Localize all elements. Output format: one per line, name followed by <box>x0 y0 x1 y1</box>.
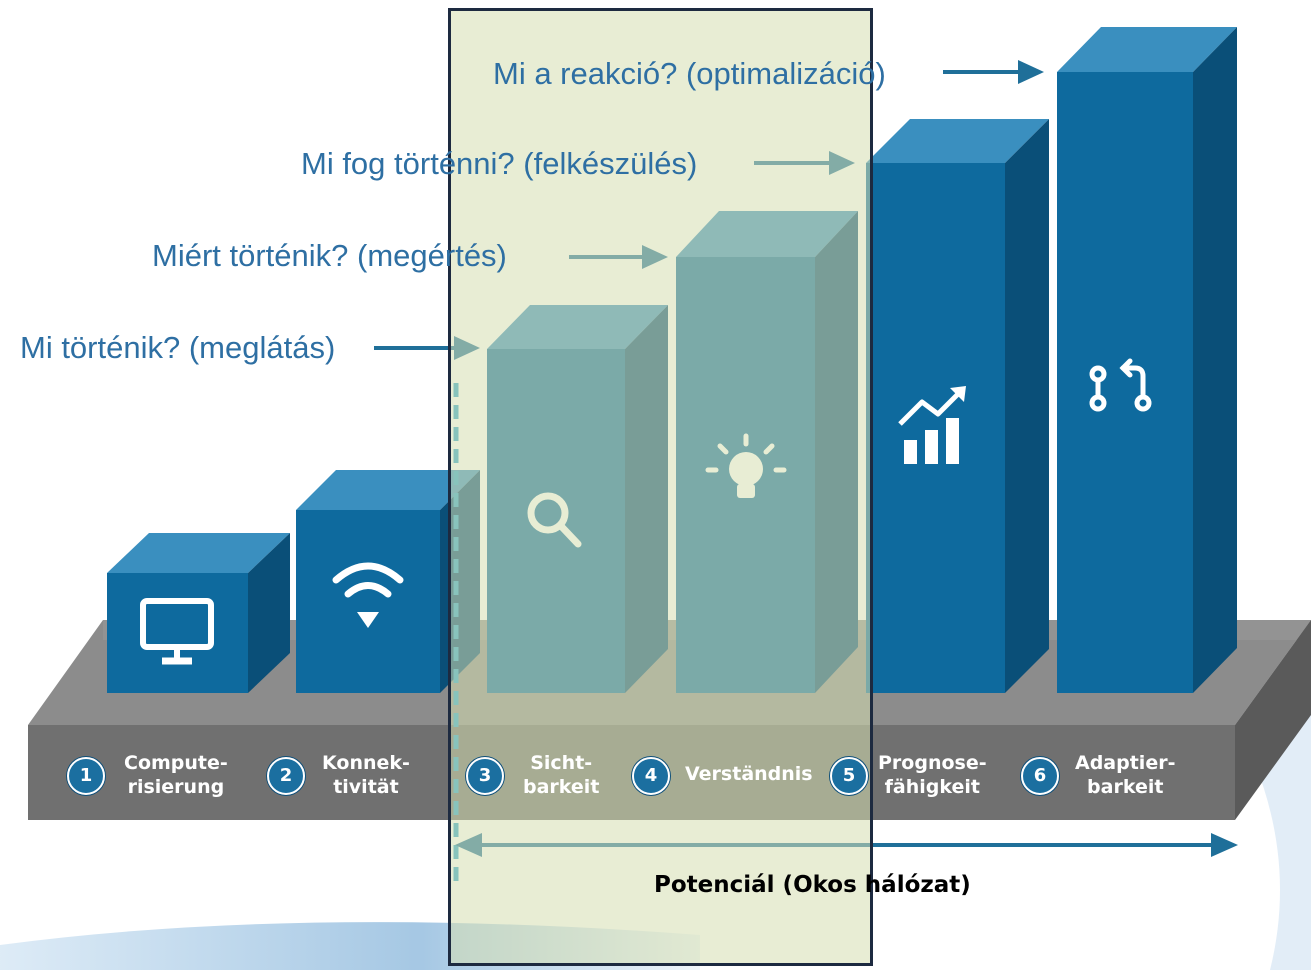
question-preparation: Mi fog történni? (felkészülés) <box>301 146 698 181</box>
step-label-3-line1: Sicht- <box>530 752 593 774</box>
step-label-4-line1: Verständnis <box>685 763 813 785</box>
chart-trend-icon <box>898 386 966 464</box>
bar-6-adaptierbarkeit <box>1057 27 1237 693</box>
step-label-3: Sicht- barkeit <box>523 752 599 800</box>
step-number-1: 1 <box>67 757 105 795</box>
step-label-2: Konnek- tivität <box>322 752 410 800</box>
step-label-5: Prognose- fähigkeit <box>878 752 987 800</box>
step-label-3-line2: barkeit <box>523 775 600 798</box>
step-label-6: Adaptier- barkeit <box>1075 752 1175 800</box>
question-optimization: Mi a reakció? (optimalizáció) <box>493 56 886 91</box>
step-number-2: 2 <box>267 757 305 795</box>
bar-5-prognosefaehigkeit <box>866 119 1049 693</box>
step-label-6-line2: barkeit <box>1087 775 1164 798</box>
adapt-arrows-icon <box>1089 358 1152 412</box>
question-insight: Mi történik? (meglátás) <box>20 330 336 365</box>
monitor-icon <box>140 598 214 665</box>
potential-label: Potenciál (Okos hálózat) <box>654 872 971 898</box>
question-understanding: Miért történik? (megértés) <box>152 238 507 273</box>
highlight-rectangle <box>448 8 873 966</box>
step-label-4: Verständnis <box>685 763 813 787</box>
step-label-2-line1: Konnek- <box>322 752 410 774</box>
wifi-icon <box>332 562 404 628</box>
step-label-1: Compute- risierung <box>124 752 228 800</box>
step-label-1-line1: Compute- <box>124 752 228 774</box>
bar-1-computerisierung <box>107 533 290 693</box>
step-number-3: 3 <box>466 757 504 795</box>
step-number-5: 5 <box>830 757 868 795</box>
step-number-6: 6 <box>1021 757 1059 795</box>
step-label-6-line1: Adaptier- <box>1075 752 1176 774</box>
step-label-2-line2: tivität <box>333 775 399 798</box>
step-label-5-line1: Prognose- <box>878 752 987 774</box>
step-number-4: 4 <box>632 757 670 795</box>
step-label-5-line2: fähigkeit <box>884 775 980 798</box>
step-label-1-line2: risierung <box>127 775 225 798</box>
